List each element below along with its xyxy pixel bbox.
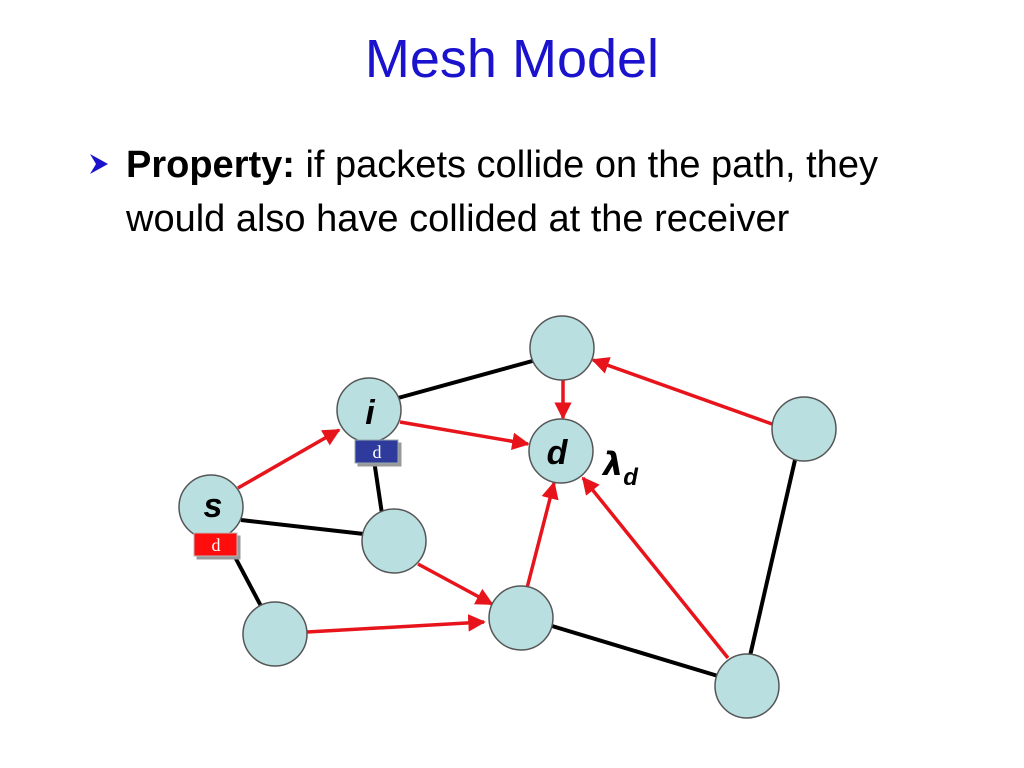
node-d-label: d [547, 434, 569, 472]
bullet-text: Property: if packets collide on the path… [126, 138, 968, 246]
node-s-label: s [204, 487, 223, 525]
bullet-point: Property: if packets collide on the path… [88, 138, 968, 246]
arrow-center-to-d [525, 481, 559, 589]
node-i-label: i [365, 394, 376, 432]
edge-i-top [397, 358, 537, 400]
arrow-s-to-i [237, 428, 341, 490]
lambda-subscript: d [623, 464, 639, 491]
red-edges [237, 357, 773, 660]
packet-tag-s-text: d [212, 535, 221, 555]
arrow-i-to-d [399, 420, 530, 450]
arrow-bottomright-to-d [581, 476, 730, 660]
node-center [488, 585, 554, 651]
edge-right-bottomright [748, 459, 797, 657]
node-top [529, 315, 595, 381]
edge-center-bottomright [551, 624, 719, 678]
arrow-bottomleft-to-center [306, 614, 486, 634]
bullet-lead: Property: [126, 144, 295, 186]
node-bottomright [714, 653, 780, 719]
bullet-body: if packets collide on the path, they wou… [126, 144, 878, 240]
node-right [771, 396, 837, 462]
packet-tag-i: d [354, 439, 399, 464]
bullet-arrow-icon [90, 154, 108, 174]
arrow-mid-to-center [417, 562, 494, 606]
slide-title: Mesh Model [364, 29, 660, 89]
packet-tag-s: d [193, 532, 238, 557]
node-bottomleft [242, 601, 308, 667]
edge-s-mid [240, 518, 365, 536]
node-d [528, 418, 594, 484]
packet-tag-i-text: d [373, 442, 382, 462]
lambda-label: λd [601, 445, 639, 491]
arrow-right-to-top [591, 357, 773, 426]
node-mid [361, 508, 427, 574]
lambda-symbol: λ [601, 445, 623, 483]
nodes [178, 315, 837, 719]
